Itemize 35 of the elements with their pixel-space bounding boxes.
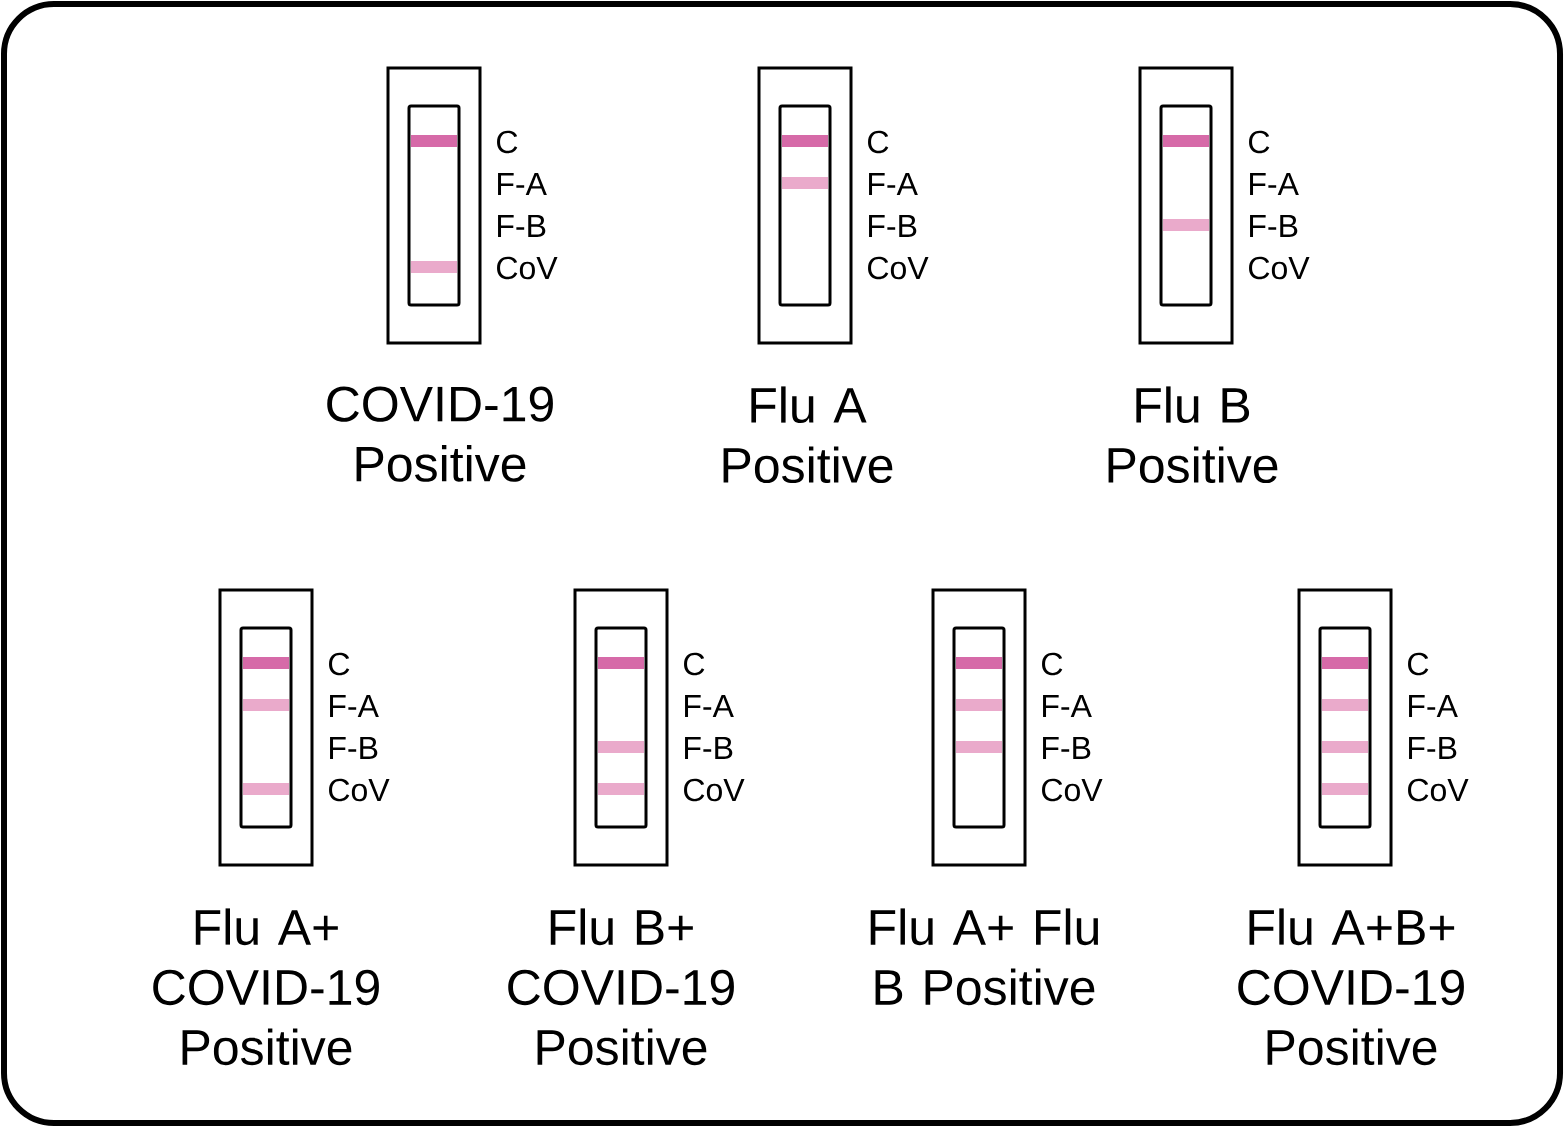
result-caption: COVID-19 Positive bbox=[327, 386, 553, 482]
line-label: F-A bbox=[1250, 173, 1299, 195]
line-label: F-A bbox=[869, 173, 918, 195]
result-caption: Flu B Positive bbox=[1108, 386, 1278, 484]
line-label: F-A bbox=[330, 695, 379, 717]
line-label: CoV bbox=[684, 778, 745, 802]
line-label: C bbox=[1042, 652, 1063, 676]
line-label: F-B bbox=[869, 215, 917, 237]
line-label: C bbox=[1408, 652, 1429, 676]
line-label: F-B bbox=[1043, 737, 1091, 759]
line-label: CoV bbox=[1408, 778, 1469, 802]
line-label: C bbox=[684, 652, 705, 676]
line-label: F-B bbox=[498, 215, 546, 237]
line-label: F-A bbox=[1043, 695, 1092, 717]
line-label: C bbox=[329, 652, 350, 676]
line-label: C bbox=[497, 130, 518, 154]
line-label: C bbox=[1249, 130, 1270, 154]
line-label: F-A bbox=[1409, 695, 1458, 717]
line-label: F-B bbox=[1250, 215, 1298, 237]
result-caption: Flu B+ COVID-19 Positive bbox=[508, 908, 734, 1066]
line-label: F-A bbox=[498, 173, 547, 195]
result-caption: Flu A Positive bbox=[723, 386, 893, 484]
result-caption: Flu A+B+ COVID-19 Positive bbox=[1238, 908, 1464, 1066]
line-label: CoV bbox=[868, 256, 929, 280]
line-label: C bbox=[868, 130, 889, 154]
line-label: F-B bbox=[685, 737, 733, 759]
line-label: CoV bbox=[497, 256, 558, 280]
result-caption: Flu A+ COVID-19 Positive bbox=[153, 908, 379, 1066]
result-caption: Flu A+ Flu B Positive bbox=[870, 908, 1099, 1006]
line-label: F-B bbox=[330, 737, 378, 759]
line-label: CoV bbox=[1042, 778, 1103, 802]
line-label: CoV bbox=[1249, 256, 1310, 280]
line-label: F-A bbox=[685, 695, 734, 717]
line-label: F-B bbox=[1409, 737, 1457, 759]
line-label: CoV bbox=[329, 778, 390, 802]
